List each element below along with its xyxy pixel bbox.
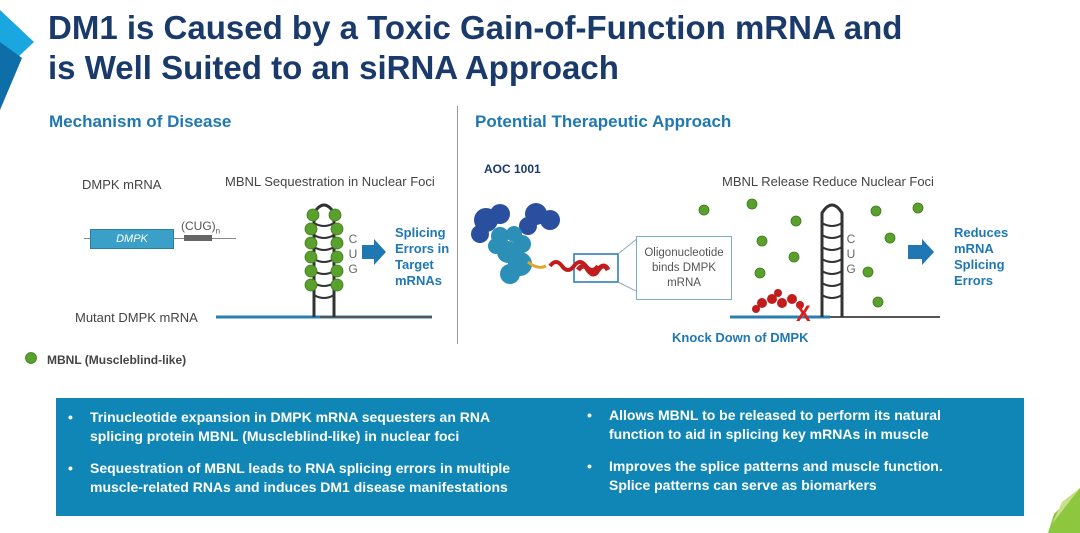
splicing-arrow-icon: [362, 239, 386, 265]
dmpk-box-label: DMPK: [116, 233, 148, 245]
cug-letter: U: [348, 247, 358, 261]
summary-bullet: • Allows MBNL to be released to perform …: [587, 406, 1009, 444]
oligo-text-line: binds DMPK: [652, 262, 716, 274]
bullet-line: Trinucleotide expansion in DMPK mRNA seq…: [90, 409, 491, 425]
mbnl-legend-icon: [25, 352, 37, 364]
summary-bullet: • Trinucleotide expansion in DMPK mRNA s…: [68, 408, 570, 446]
result-line: mRNAs: [395, 273, 442, 288]
cug-letter: C: [348, 232, 358, 246]
bullet-dot: •: [587, 407, 592, 423]
bound-oligo-group: [752, 289, 804, 313]
dmpk-gene-box: DMPK: [90, 229, 174, 249]
result-line: mRNA: [954, 241, 994, 256]
right-cug-letters: C U G: [845, 232, 857, 277]
cug-letter: G: [348, 262, 358, 276]
corner-leaf-shape: [1048, 488, 1080, 533]
bullet-line: Allows MBNL to be released to perform it…: [609, 407, 941, 423]
hairpin-coil: [313, 222, 335, 299]
hairpin-coil: [821, 222, 843, 299]
sequestered-mbnl-group: [304, 208, 344, 292]
reduces-arrow-icon: [908, 239, 934, 265]
cug-letter: U: [846, 247, 856, 261]
sequestration-label: MBNL Sequestration in Nuclear Foci: [225, 174, 435, 189]
result-line: Splicing: [395, 225, 446, 240]
result-line: Errors in: [395, 241, 450, 256]
bullet-line: Sequestration of MBNL leads to RNA splic…: [90, 460, 511, 476]
bullet-dot: •: [587, 458, 592, 474]
cug-letter: C: [846, 232, 856, 246]
title-line-1: DM1 is Caused by a Toxic Gain-of-Functio…: [48, 9, 903, 46]
oligonucleotide-callout: Oligonucleotide binds DMPK mRNA: [636, 236, 732, 300]
section-divider: [457, 106, 458, 344]
bullet-dot: •: [68, 409, 73, 425]
released-mbnl-group: [698, 198, 924, 308]
summary-bullet: • Sequestration of MBNL leads to RNA spl…: [68, 459, 570, 497]
cug-repeat-subscript: n: [215, 226, 221, 236]
cug-letter: G: [846, 262, 856, 276]
antibody-conjugate-icon: [471, 203, 639, 293]
title-line-2: is Well Suited to an siRNA Approach: [48, 49, 619, 86]
result-line: Reduces: [954, 225, 1009, 240]
cug-repeat-bar: [184, 235, 212, 241]
corner-logo-shape: [0, 10, 34, 110]
page-title: DM1 is Caused by a Toxic Gain-of-Functio…: [48, 8, 1048, 88]
reduces-errors-label: Reduces mRNA Splicing Errors: [954, 225, 1008, 289]
result-line: Splicing: [954, 257, 1005, 272]
result-line: Errors: [954, 273, 994, 288]
bullet-line: function to aid in splicing key mRNAs in…: [609, 426, 929, 442]
cug-repeat-label: (CUG)n: [181, 219, 220, 235]
right-hairpin-diagram: [698, 198, 940, 319]
summary-box: • Trinucleotide expansion in DMPK mRNA s…: [56, 398, 1024, 516]
therapeutic-heading: Potential Therapeutic Approach: [475, 112, 732, 131]
bullet-line: muscle-related RNAs and induces DM1 dise…: [90, 479, 508, 495]
cug-repeat-text: (CUG): [181, 219, 216, 233]
splicing-errors-label: Splicing Errors in Target mRNAs: [395, 225, 449, 289]
bullet-dot: •: [68, 460, 73, 476]
mutant-dmpk-label: Mutant DMPK mRNA: [75, 310, 198, 325]
knockdown-label: Knock Down of DMPK: [672, 330, 809, 345]
bullet-line: Splice patterns can serve as biomarkers: [609, 477, 877, 493]
bullet-line: splicing protein MBNL (Muscleblind-like)…: [90, 428, 460, 444]
summary-bullet: • Improves the splice patterns and muscl…: [587, 457, 1009, 495]
mbnl-legend-label: MBNL (Muscleblind-like): [47, 353, 187, 367]
dmpk-mrna-label: DMPK mRNA: [82, 177, 162, 192]
cug-hairpin: [820, 203, 844, 317]
oligo-text-line: Oligonucleotide: [644, 247, 724, 259]
mechanism-heading: Mechanism of Disease: [49, 112, 232, 131]
left-hairpin-diagram: [216, 203, 432, 319]
oligo-text-line: mRNA: [667, 277, 701, 289]
result-line: Target: [395, 257, 434, 272]
bullet-line: Improves the splice patterns and muscle …: [609, 458, 943, 474]
left-cug-letters: C U G: [347, 232, 359, 277]
aoc-label: AOC 1001: [484, 162, 541, 176]
knockdown-x-mark: X: [796, 301, 811, 326]
release-label: MBNL Release Reduce Nuclear Foci: [722, 174, 934, 189]
